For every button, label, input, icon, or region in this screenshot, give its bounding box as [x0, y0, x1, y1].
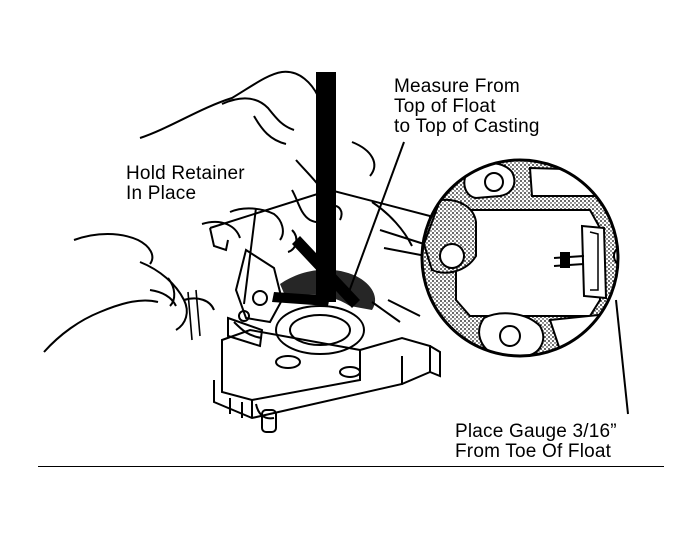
gauge-label-line-2: From Toe Of Float — [455, 441, 612, 462]
lower-hand — [43, 233, 215, 353]
hold-label-line-1: Hold Retainer — [126, 163, 245, 184]
upper-hand — [139, 70, 376, 253]
place-gauge-label: Place Gauge 3/16” From Toe Of Float — [455, 422, 617, 462]
measure-label-line-1: Measure From — [394, 76, 520, 97]
leader-lines — [243, 141, 629, 415]
float — [280, 269, 376, 310]
hold-label-line-2: In Place — [126, 183, 197, 204]
measure-label: Measure From Top of Float to Top of Cast… — [394, 77, 540, 137]
carburetor-body — [209, 188, 441, 433]
detail-inset — [420, 158, 620, 358]
baseline-rule — [38, 466, 664, 467]
measure-label-line-2: Top of Float — [394, 96, 496, 117]
gauge-label-line-1: Place Gauge 3/16” — [455, 421, 617, 442]
hold-retainer-label: Hold Retainer In Place — [126, 164, 245, 204]
measure-label-line-3: to Top of Casting — [394, 116, 540, 137]
